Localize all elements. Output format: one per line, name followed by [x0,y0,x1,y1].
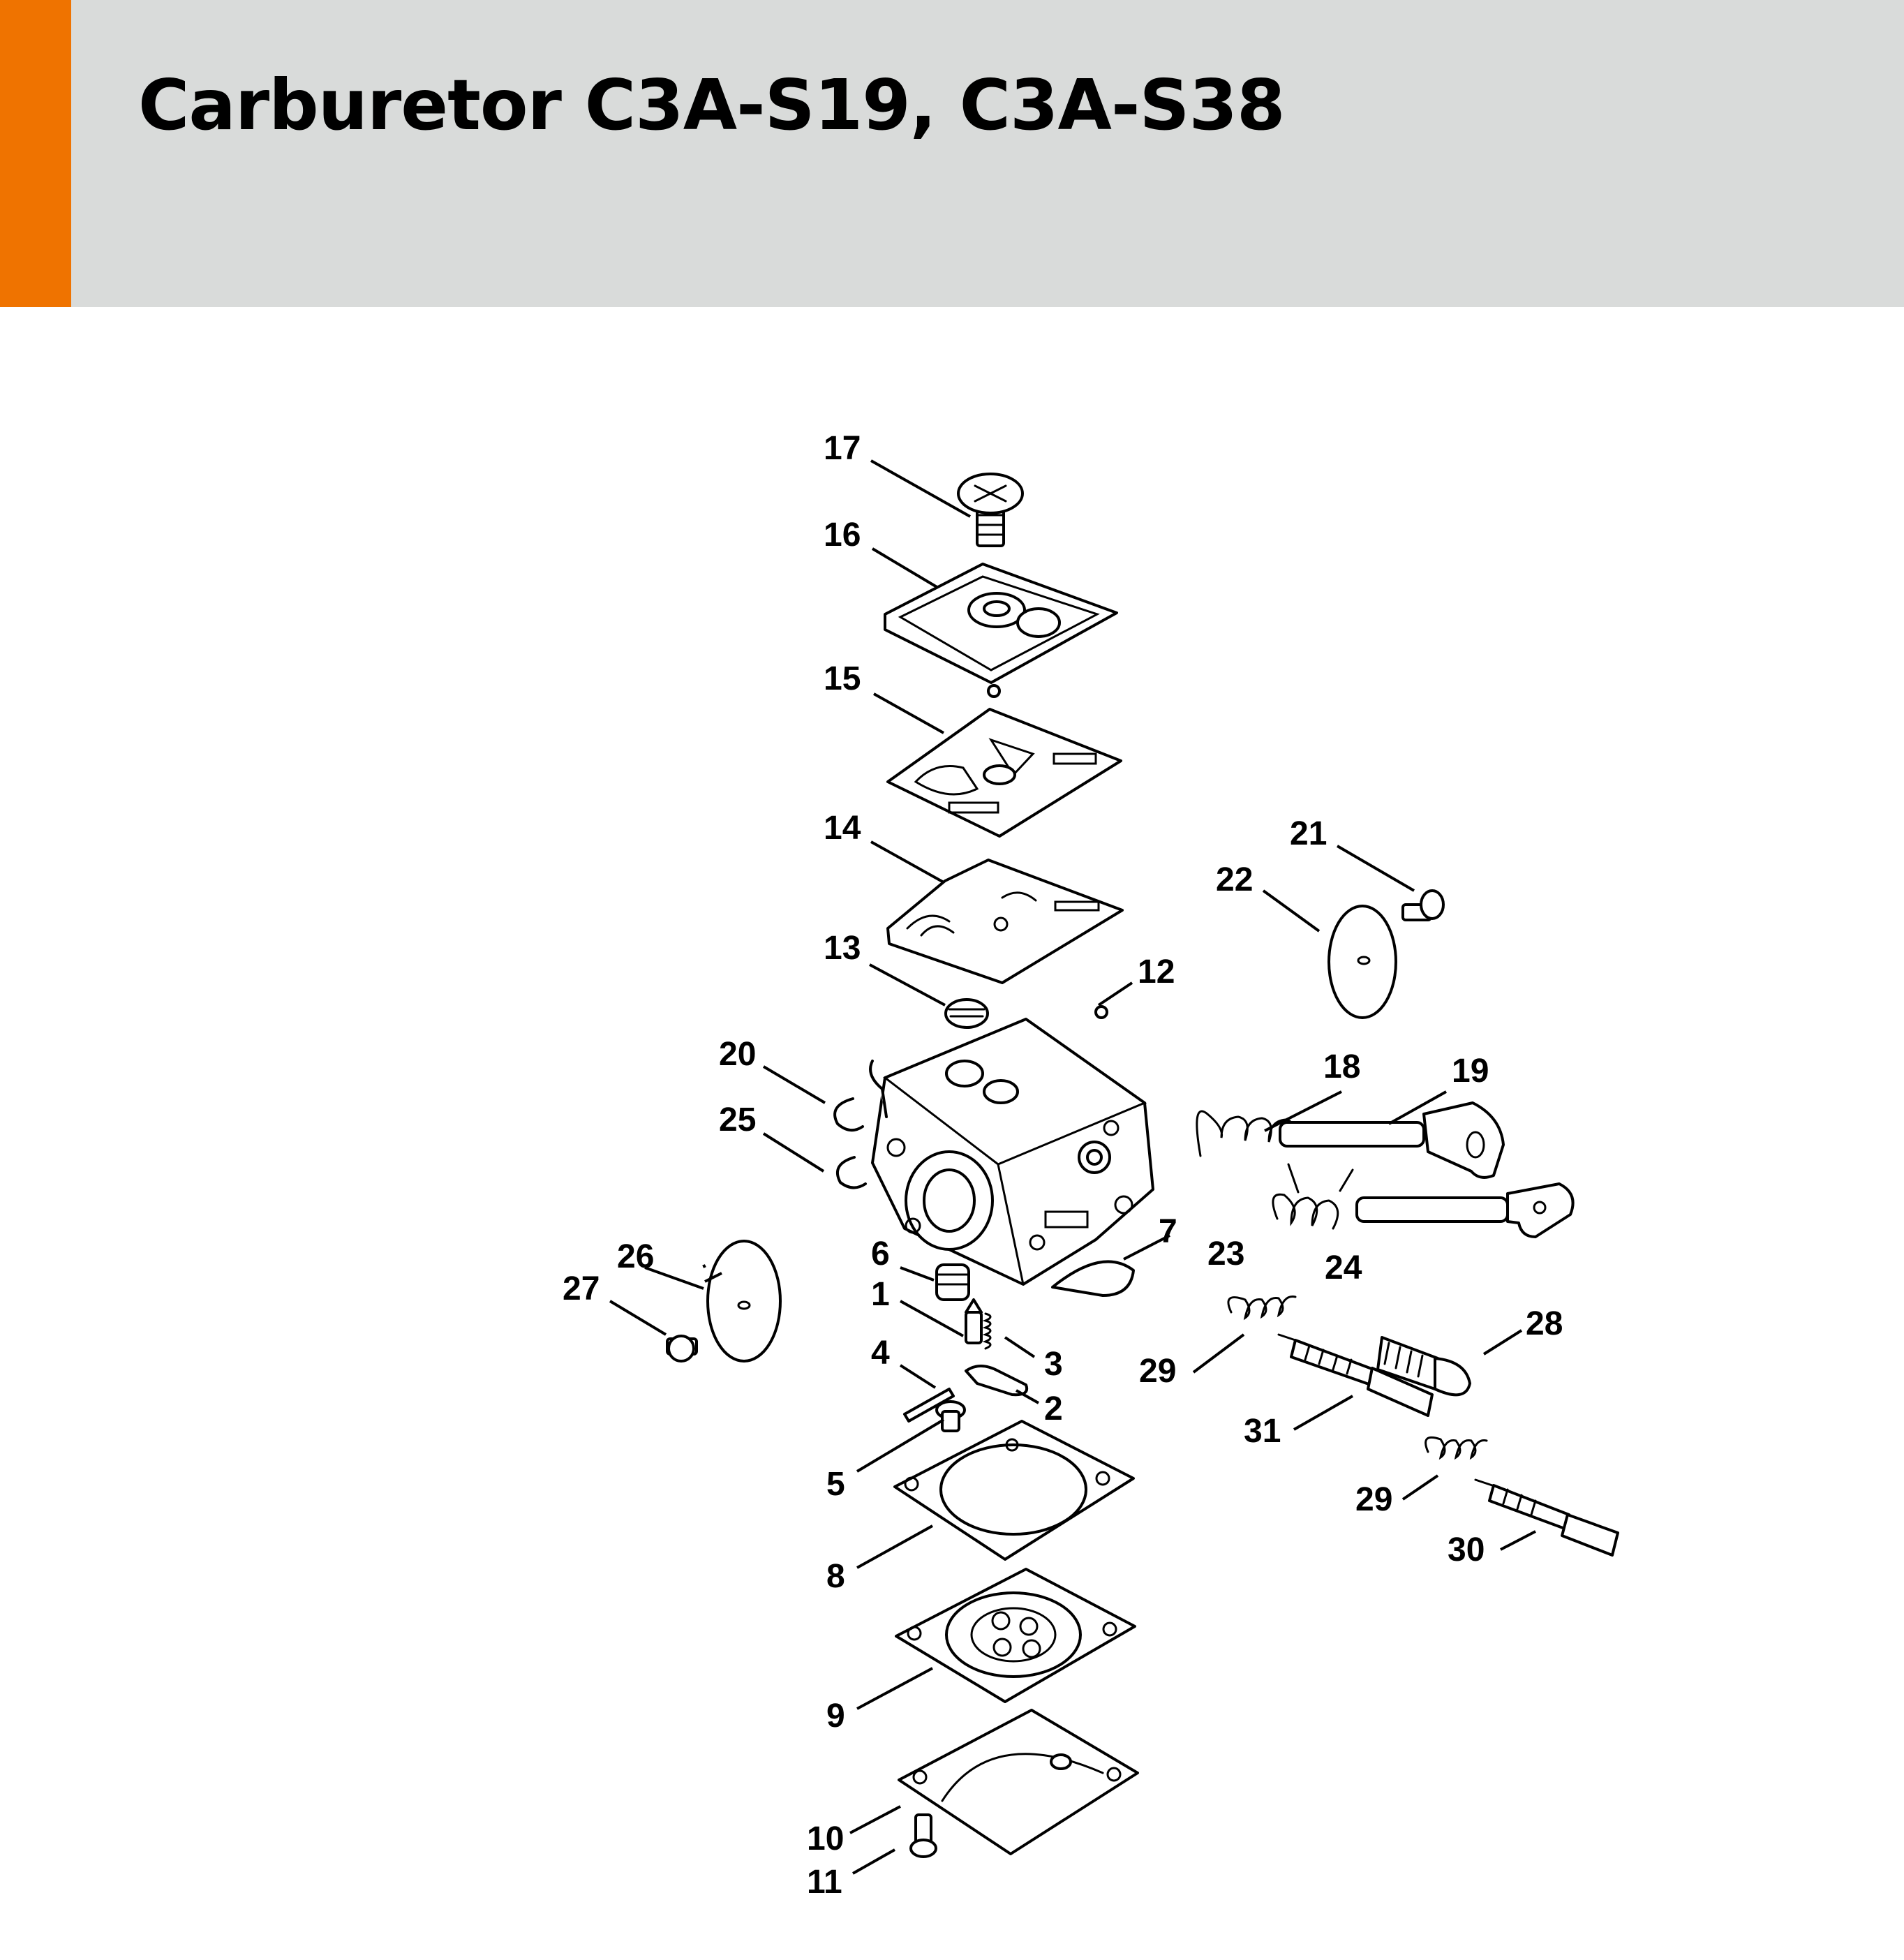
label-10: 10 [807,1820,844,1857]
label-29-lower: 29 [1355,1481,1392,1518]
label-26: 26 [617,1238,654,1275]
label-6: 6 [871,1235,890,1272]
part-11-screw [909,1813,937,1858]
label-30: 30 [1448,1531,1485,1568]
part-12-ball [1094,1005,1108,1019]
label-4: 4 [871,1335,890,1372]
label-27: 27 [563,1270,600,1307]
part-5-screw [935,1400,966,1432]
part-17-screw [957,473,1024,547]
part-29-spring-upper [1227,1295,1297,1321]
label-14: 14 [824,810,861,847]
part-31-adjusting-screw [1277,1333,1434,1417]
part-number-labels: 17 16 15 14 13 12 20 25 18 19 21 22 7 6 … [563,430,1563,1901]
part-8-gasket [893,1420,1135,1561]
part-25-clip [836,1156,867,1189]
part-16-cover [884,563,1118,698]
page-title: Carburetor C3A-S19, C3A-S38 [138,64,1286,146]
label-1: 1 [871,1276,890,1313]
part-18-spring [1196,1110,1295,1157]
label-28: 28 [1526,1305,1563,1342]
part-21-screw [1401,889,1445,921]
label-23: 23 [1207,1235,1244,1272]
label-31: 31 [1244,1413,1281,1450]
part-13-filter [944,998,989,1029]
part-28-limiter-cap [1376,1336,1471,1397]
part-27-screw [666,1335,698,1363]
part-30-adjusting-screw [1474,1478,1619,1557]
part-24-throttle-shaft [1355,1182,1575,1238]
label-25: 25 [719,1101,756,1138]
part-2-lever [965,1365,1028,1397]
label-24: 24 [1325,1249,1362,1286]
part-26-throttle-plate [706,1240,782,1363]
part-9-diaphragm [895,1568,1136,1703]
label-19: 19 [1452,1053,1489,1090]
label-11: 11 [807,1864,842,1901]
part-1-needle [965,1298,983,1344]
part-20-clip [833,1097,864,1132]
label-20: 20 [719,1036,756,1073]
label-18: 18 [1323,1048,1360,1085]
label-16: 16 [824,517,861,554]
label-5: 5 [826,1466,845,1503]
part-6-insert [935,1263,970,1301]
part-15-gasket [886,708,1122,838]
part-22-choke-plate [1327,905,1397,1019]
accent-stripe [0,0,71,307]
label-15: 15 [824,660,861,697]
part-23-spring [1272,1163,1354,1230]
carburetor-body [869,1018,1154,1286]
part-4-pin [903,1388,955,1423]
label-9: 9 [826,1698,845,1735]
label-13: 13 [824,930,861,967]
leader-lines [609,459,1536,1875]
label-29-upper: 29 [1139,1353,1176,1390]
label-17: 17 [824,430,861,467]
part-29-spring-lower [1425,1436,1488,1460]
header-bar: Carburetor C3A-S19, C3A-S38 [0,0,1904,307]
part-14-diaphragm [886,859,1124,984]
label-3: 3 [1044,1346,1063,1383]
label-12: 12 [1138,953,1175,990]
label-2: 2 [1044,1390,1063,1427]
part-10-end-cover [898,1709,1139,1855]
part-19-choke-shaft [1279,1101,1505,1179]
label-8: 8 [826,1558,845,1595]
label-21: 21 [1290,815,1327,852]
label-22: 22 [1216,861,1253,898]
part-7-flap [1051,1260,1135,1297]
part-3-spring [982,1312,992,1350]
label-7: 7 [1159,1213,1177,1250]
